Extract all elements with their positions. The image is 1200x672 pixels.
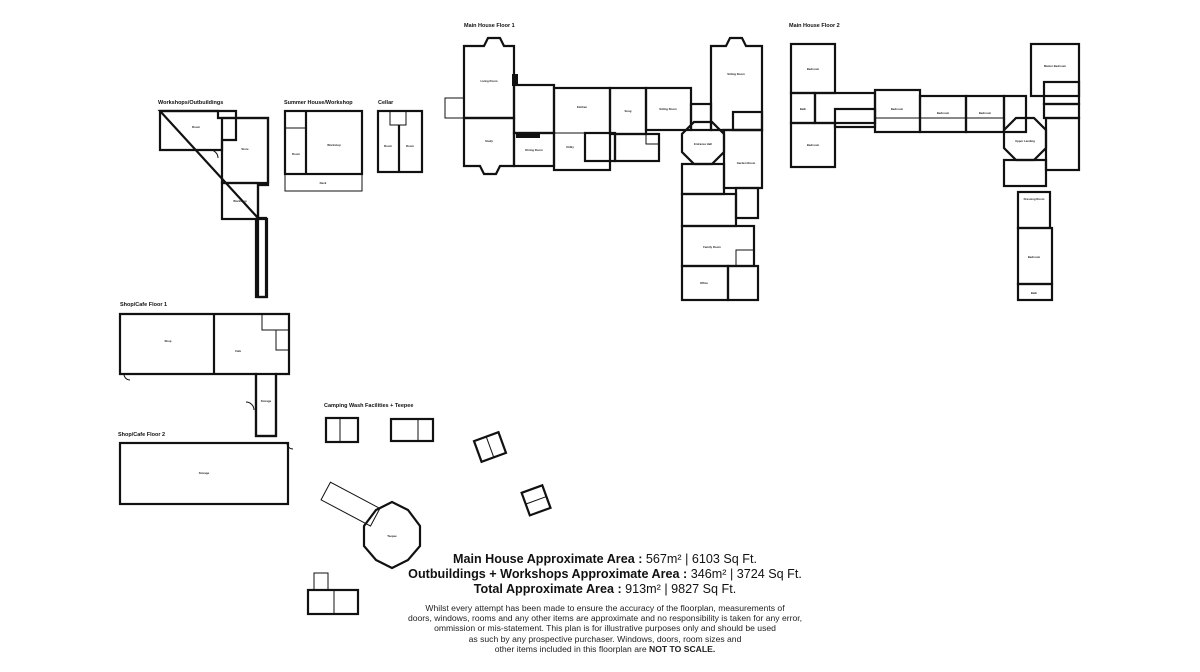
room-label: Sitting Room — [659, 107, 677, 111]
title-main-floor-1: Main House Floor 1 — [464, 23, 515, 29]
area-summary: Main House Approximate Area : 567m² | 61… — [405, 552, 805, 597]
room-label: Storage — [199, 471, 210, 475]
plan-workshops: Room Store Workshop — [157, 109, 270, 299]
room-label: Utility — [566, 145, 574, 149]
room-label: Room — [384, 144, 392, 148]
outbuildings-area: Outbuildings + Workshops Approximate Are… — [408, 567, 802, 581]
disclaimer: Whilst every attempt has been made to en… — [407, 603, 803, 654]
room-label: Bedroom — [807, 143, 820, 147]
room-label: Teepee — [387, 534, 397, 538]
room-label: Dressing Room — [1024, 197, 1045, 201]
room-label: Room — [292, 152, 300, 156]
plan-main-floor-2: Bedroom Bath Bedroom Bedroom Bedroom Bed… — [789, 42, 1081, 302]
room-label: Office — [700, 281, 708, 285]
title-main-floor-2: Main House Floor 2 — [789, 23, 840, 29]
room-label: Dining Room — [525, 148, 543, 152]
room-label: Deck — [320, 181, 327, 185]
plan-cellar: Room Room — [376, 109, 424, 174]
total-area: Total Approximate Area : 913m² | 9827 Sq… — [473, 582, 737, 596]
plan-shop-floor-1: Shop Cafe Storage — [118, 312, 291, 438]
room-label: Room — [406, 144, 414, 148]
room-label: Bath — [800, 107, 807, 111]
room-label: Cafe — [235, 349, 242, 353]
room-label: Bath — [1031, 291, 1038, 295]
room-label: Bedroom — [891, 107, 904, 111]
room-label: Shop — [165, 339, 172, 343]
title-workshops: Workshops/Outbuildings — [158, 100, 224, 106]
room-label: Storage — [261, 399, 272, 403]
title-summer-house: Summer House/Workshop — [284, 100, 353, 106]
main-house-area: Main House Approximate Area : 567m² | 61… — [453, 552, 757, 566]
room-label: Room — [192, 125, 200, 129]
room-label: Entrance Hall — [694, 142, 712, 146]
room-label: Bedroom — [1028, 255, 1041, 259]
plan-summer-house: Room Workshop Deck — [283, 109, 364, 192]
plan-camping: Teepee — [306, 416, 552, 616]
room-label: Snug — [625, 109, 632, 113]
title-camping: Camping Wash Facilities + Teepee — [324, 403, 414, 409]
room-label: Sitting Room — [727, 72, 745, 76]
plan-shop-floor-2: Storage — [118, 441, 290, 506]
room-label: Garden Room — [737, 161, 756, 165]
title-shop-floor-2: Shop/Cafe Floor 2 — [118, 432, 166, 438]
room-label: Study — [485, 139, 493, 143]
room-label: Store — [241, 147, 249, 151]
room-label: Master Bedroom — [1044, 64, 1067, 68]
room-label: Bedroom — [937, 111, 950, 115]
room-label: Living Room — [481, 79, 498, 83]
room-label: Family Room — [703, 245, 721, 249]
room-label: Kitchen — [577, 105, 588, 109]
title-shop-floor-1: Shop/Cafe Floor 1 — [120, 302, 168, 308]
room-label: Bedroom — [807, 67, 820, 71]
door-arcs — [123, 149, 294, 450]
room-label: Upper Landing — [1015, 139, 1035, 143]
room-label: Bedroom — [979, 111, 992, 115]
room-label: Workshop — [327, 143, 341, 147]
plan-main-floor-1: Living Room Study Dining Room Kitchen Ut… — [444, 36, 764, 302]
title-cellar: Cellar — [378, 100, 394, 106]
room-label: Workshop — [233, 199, 247, 203]
